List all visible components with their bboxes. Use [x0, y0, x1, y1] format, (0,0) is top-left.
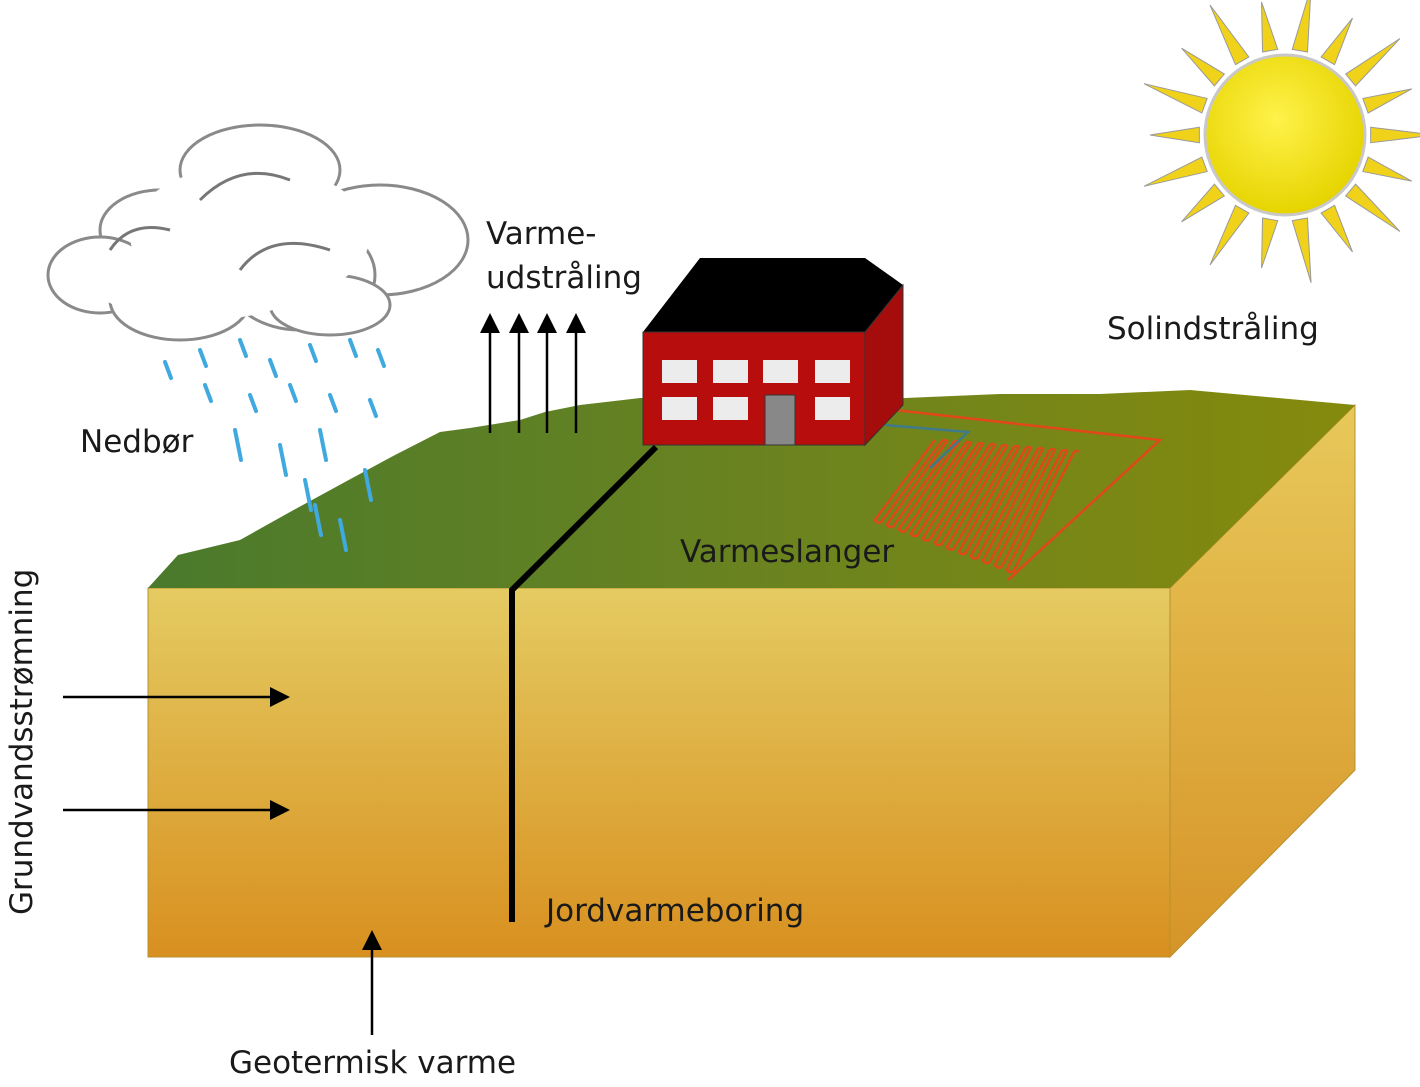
rain-drop: [368, 398, 378, 418]
house-window: [763, 360, 798, 383]
groundwater-arrows: [63, 687, 290, 820]
house-door: [764, 394, 796, 446]
label-solar: Solindstråling: [1107, 311, 1319, 347]
rain-drop: [203, 383, 213, 403]
sun-ray: [1344, 183, 1401, 232]
rain-drop: [348, 338, 358, 358]
sun-ray: [1362, 156, 1413, 182]
label-heat-radiation-2: udstråling: [486, 260, 642, 296]
sun-ray: [1291, 0, 1311, 53]
rain-drop: [233, 428, 243, 462]
rain-drop: [308, 343, 318, 363]
rain-drop: [328, 393, 338, 413]
sun-ray: [1209, 204, 1250, 266]
sun-ray: [1320, 17, 1353, 66]
sun-icon: [1143, 0, 1420, 283]
sun-ray: [1261, 217, 1279, 269]
sun-ray: [1362, 88, 1413, 114]
house-window: [713, 397, 748, 420]
label-borehole: Jordvarmeboring: [546, 893, 805, 929]
sun-ray: [1181, 183, 1226, 223]
house-roof: [643, 258, 903, 332]
sun-ray: [1370, 126, 1420, 144]
rain-drop: [268, 358, 278, 378]
rain-drop: [288, 383, 298, 403]
label-heat-hoses: Varmeslanger: [680, 534, 895, 570]
house-front-wall: [642, 331, 866, 446]
house-window: [662, 360, 697, 383]
sun-ray: [1181, 47, 1226, 87]
heat-radiation-arrows: [480, 313, 586, 433]
house: [642, 258, 904, 447]
sun-ray: [1143, 83, 1208, 114]
rain-drops: [163, 338, 386, 552]
rain-drop: [313, 503, 323, 537]
rain-drop: [163, 360, 173, 380]
label-groundwater: Grundvandsstrømning: [4, 568, 40, 915]
rain-drop: [238, 338, 248, 358]
rain-drop: [363, 468, 373, 502]
hose-return-line: [884, 423, 971, 469]
soil-side-face: [1169, 403, 1356, 959]
sun-ray: [1344, 38, 1401, 87]
house-window: [662, 397, 697, 420]
label-rain: Nedbør: [80, 424, 194, 460]
house-window: [815, 360, 850, 383]
sun-ray: [1209, 4, 1250, 66]
cloud-icon: [46, 123, 470, 342]
sun-ray: [1143, 156, 1208, 187]
house-window: [815, 397, 850, 420]
rain-drop: [198, 348, 208, 368]
borehole-pipe: [509, 444, 659, 922]
rain-drop: [303, 478, 313, 512]
label-heat-radiation-1: Varme-: [486, 216, 597, 252]
rain-drop: [278, 443, 288, 477]
rain-drop: [318, 428, 328, 462]
hose-feed-line: [894, 408, 1163, 581]
sun-ray: [1149, 126, 1200, 144]
house-window: [713, 360, 748, 383]
rain-drop: [248, 393, 258, 413]
rain-drop: [338, 518, 348, 552]
label-geothermal: Geotermisk varme: [229, 1045, 517, 1081]
sun-ray: [1291, 217, 1312, 283]
sun-ray: [1261, 1, 1279, 53]
sun-ray: [1320, 204, 1353, 253]
soil-front-face: [147, 587, 1171, 958]
rain-drop: [376, 348, 386, 368]
